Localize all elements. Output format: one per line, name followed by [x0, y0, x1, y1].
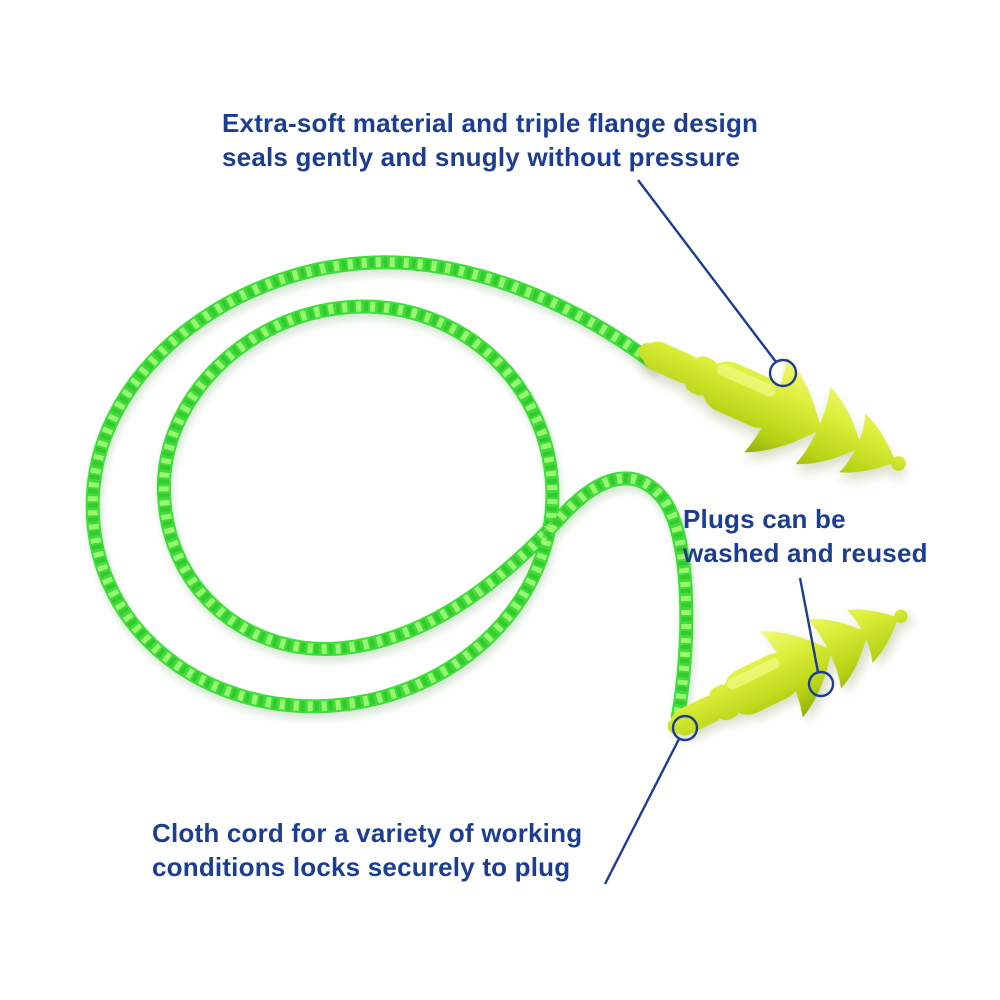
annotation-flange-design-line1: Extra-soft material and triple flange de…: [222, 108, 759, 138]
leader-line-bottom: [603, 738, 681, 885]
upper-earplug: [618, 300, 927, 515]
leader-line-middle: [798, 577, 820, 673]
annotation-flange-design-line2: seals gently and snugly without pressure: [222, 142, 741, 172]
callout-circle-middle: [807, 670, 835, 698]
annotation-cloth-cord: Cloth cord for a variety of working cond…: [152, 816, 582, 884]
callout-circle-bottom: [671, 714, 699, 742]
annotation-washable: Plugs can be washed and reused: [683, 502, 928, 570]
cloth-cord: [85, 255, 694, 723]
cord-strand: [85, 255, 694, 723]
callout-circle-top: [768, 358, 798, 388]
annotation-washable-line1: Plugs can be: [683, 504, 846, 534]
annotation-washable-line2: washed and reused: [683, 538, 928, 568]
annotation-cloth-cord-line1: Cloth cord for a variety of working: [152, 818, 583, 848]
annotation-flange-design: Extra-soft material and triple flange de…: [222, 106, 758, 174]
annotation-cloth-cord-line2: conditions locks securely to plug: [152, 852, 571, 882]
leader-line-top: [637, 179, 777, 363]
